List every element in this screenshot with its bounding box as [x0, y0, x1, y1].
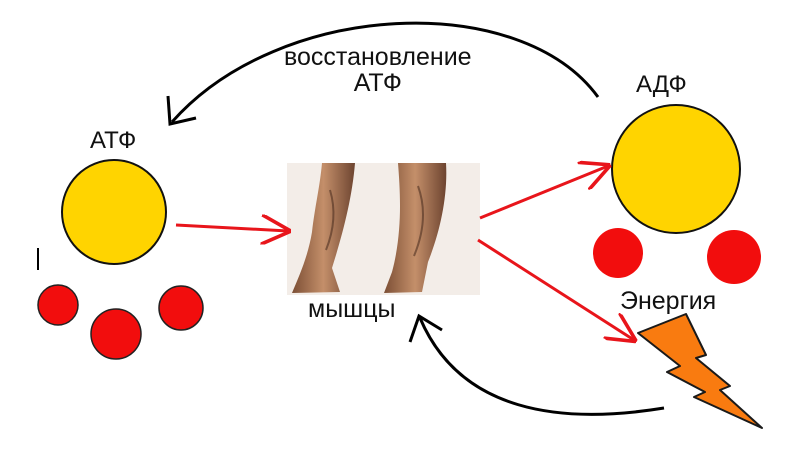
atp-molecule: [62, 160, 166, 264]
atp-phosphate-3: [159, 286, 203, 330]
adp-label: АДФ: [636, 72, 687, 97]
adp-phosphate-2: [707, 230, 761, 284]
legs-muscles-picture: [287, 163, 480, 295]
energy-label: Энергия: [620, 288, 716, 314]
atp-label: АТФ: [90, 128, 136, 153]
adp-molecule: [612, 105, 740, 233]
atp-phosphate-1: [38, 285, 78, 325]
lightning-bolt-icon: [638, 314, 762, 428]
arrow-atp-to-muscles: [176, 225, 288, 231]
adp-phosphate-1: [593, 228, 643, 278]
atp-phosphate-2: [91, 309, 141, 359]
restoration-label-line1: восстановление: [284, 44, 472, 70]
arrow-energy-to-muscles: [420, 318, 664, 414]
restoration-label: восстановление АТФ: [284, 44, 472, 97]
muscles-label: мышцы: [308, 296, 396, 322]
restoration-label-line2: АТФ: [284, 70, 472, 96]
arrow-muscles-to-adp: [480, 166, 608, 218]
